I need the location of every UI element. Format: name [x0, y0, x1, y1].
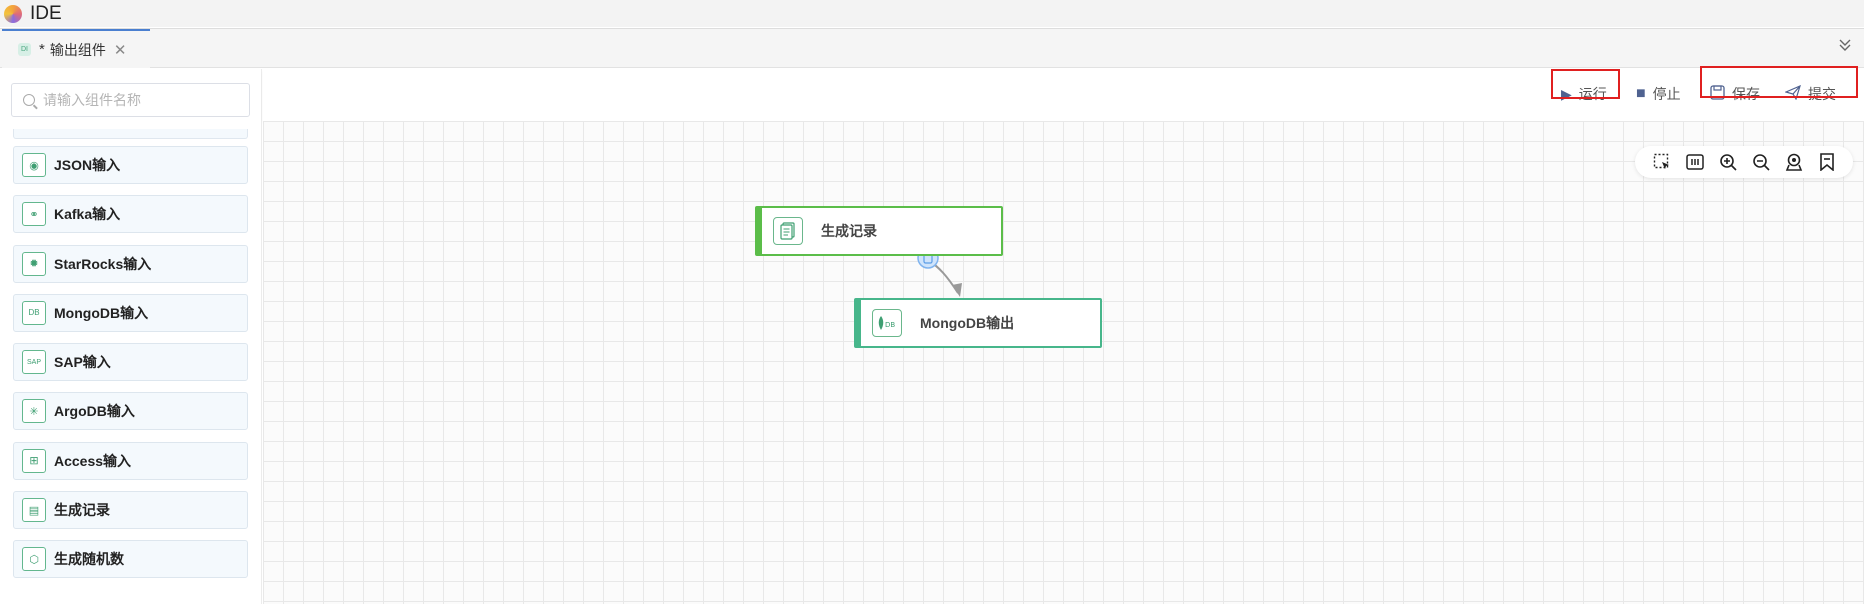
zoom-in-icon[interactable] — [1717, 151, 1739, 173]
node-label: 生成记录 — [821, 223, 877, 239]
svg-text:DB: DB — [885, 321, 895, 329]
component-item-access-input[interactable]: ⊞ Access输入 — [13, 441, 248, 480]
access-icon: ⊞ — [22, 448, 46, 473]
component-label: 生成记录 — [54, 502, 110, 519]
mongodb-icon: DB — [22, 300, 46, 325]
component-search-input[interactable] — [43, 92, 233, 108]
fit-view-icon[interactable] — [1684, 151, 1706, 173]
edge-connector — [896, 215, 962, 297]
json-icon: ◉ — [22, 153, 46, 177]
generate-records-icon — [773, 217, 803, 245]
component-item-random-number[interactable]: ⬡ 生成随机数 — [13, 540, 248, 579]
component-item-starrocks-input[interactable]: ✹ StarRocks输入 — [13, 244, 248, 283]
double-chevron-down-icon[interactable] — [1838, 38, 1852, 57]
tab-file-icon: DI — [18, 43, 31, 56]
select-icon[interactable] — [1651, 151, 1673, 173]
kafka-icon: ⚭ — [22, 202, 46, 227]
component-label: Kafka输入 — [54, 206, 121, 223]
component-label: JSON输入 — [54, 157, 121, 173]
stop-button[interactable]: ■ 停止 — [1636, 85, 1681, 102]
search-icon — [23, 94, 35, 106]
node-generate-records[interactable]: 生成记录 — [755, 206, 1003, 256]
submit-button[interactable]: 提交 — [1784, 83, 1836, 105]
random-number-icon: ⬡ — [22, 547, 46, 572]
component-label: 生成随机数 — [54, 551, 124, 568]
component-item-mongodb-input[interactable]: DB MongoDB输入 — [13, 293, 248, 332]
highlight-box-run — [1551, 69, 1620, 99]
tab-modified-marker: * — [39, 41, 45, 58]
locate-icon[interactable] — [1783, 151, 1805, 173]
save-icon — [1710, 85, 1725, 103]
component-item-kafka-input[interactable]: ⚭ Kafka输入 — [13, 195, 248, 234]
mongodb-icon: DB — [872, 309, 902, 337]
flow-canvas[interactable]: 生成记录 DB MongoDB输出 — [263, 121, 1864, 604]
tab-close-icon[interactable]: ✕ — [113, 41, 127, 59]
tab-bar: DI * 输出组件 ✕ — [0, 28, 1864, 68]
stop-icon: ■ — [1636, 85, 1646, 102]
app-title: IDE — [30, 2, 62, 24]
highlight-box-save-submit — [1700, 66, 1858, 98]
app-logo-icon — [4, 4, 22, 23]
tab-output-component[interactable]: DI * 输出组件 ✕ — [2, 29, 150, 68]
zoom-out-icon[interactable] — [1750, 151, 1772, 173]
component-label: SAP输入 — [54, 354, 111, 371]
sap-icon: SAP — [22, 350, 46, 375]
starrocks-icon: ✹ — [22, 251, 46, 276]
node-mongodb-output[interactable]: DB MongoDB输出 — [854, 298, 1102, 348]
component-item-argodb-input[interactable]: ✳ ArgoDB输入 — [13, 392, 248, 431]
editor-toolbar: ▶ 运行 ■ 停止 保存 提交 — [263, 69, 1864, 121]
bookmark-icon[interactable] — [1816, 151, 1838, 173]
component-panel: ◉ JSON输入 ⚭ Kafka输入 ✹ StarRocks输入 DB Mong… — [0, 69, 262, 604]
component-list: ◉ JSON输入 ⚭ Kafka输入 ✹ StarRocks输入 DB Mong… — [13, 129, 248, 590]
node-label: MongoDB输出 — [920, 315, 1015, 331]
component-search[interactable] — [11, 83, 250, 117]
component-label: MongoDB输入 — [54, 304, 149, 321]
component-label: Access输入 — [54, 452, 132, 469]
canvas-toolbar — [1635, 146, 1853, 178]
generate-records-icon: ▤ — [22, 498, 46, 523]
component-item-sap-input[interactable]: SAP SAP输入 — [13, 343, 248, 382]
title-bar: IDE — [0, 0, 1864, 27]
component-label: StarRocks输入 — [54, 255, 152, 272]
tab-label: 输出组件 — [49, 41, 106, 58]
component-label: ArgoDB输入 — [54, 403, 135, 420]
component-item-json-input[interactable]: ◉ JSON输入 — [13, 146, 248, 184]
save-button[interactable]: 保存 — [1710, 83, 1760, 105]
send-icon — [1784, 84, 1801, 103]
argodb-icon: ✳ — [22, 399, 46, 424]
list-item-partial[interactable] — [13, 129, 248, 139]
play-icon: ▶ — [1561, 85, 1572, 102]
component-item-generate-records[interactable]: ▤ 生成记录 — [13, 491, 248, 530]
